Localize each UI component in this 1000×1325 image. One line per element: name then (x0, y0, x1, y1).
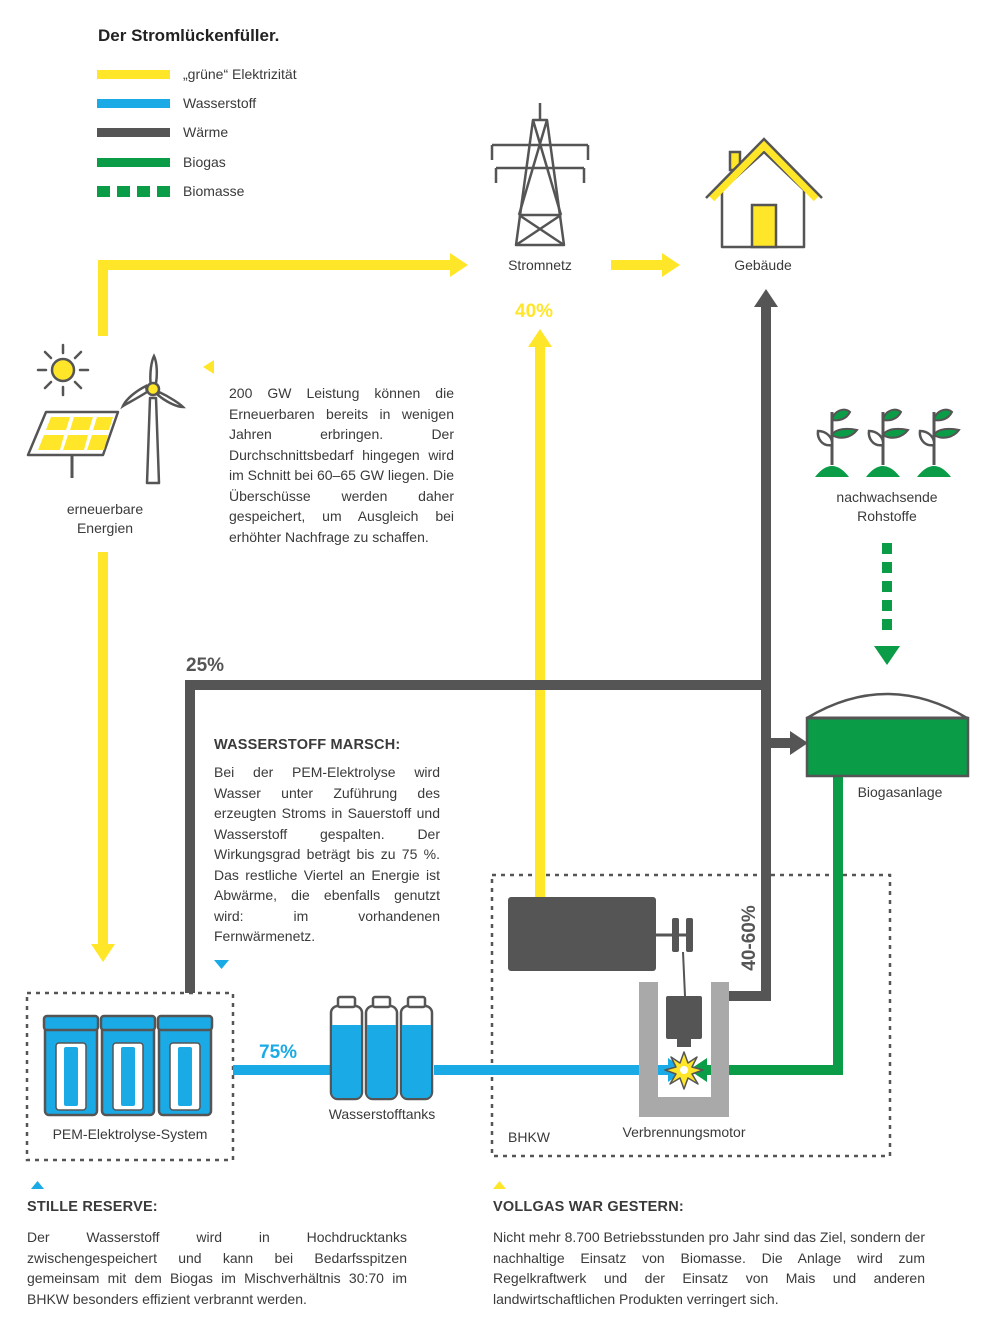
legend-swatches (97, 70, 170, 197)
fullthrottle-body: Nicht mehr 8.700 Betriebsstunden pro Jah… (493, 1229, 925, 1307)
legend-swatch-hydrogen (97, 99, 170, 108)
biogas-plant-label: Biogasanlage (857, 784, 943, 800)
legend-swatch-heat (97, 128, 170, 137)
biogas-tank-icon (805, 692, 970, 778)
sprout-icon (917, 408, 961, 477)
sprout-icons (815, 408, 961, 477)
house-icon (705, 137, 823, 249)
pem-marker (214, 960, 229, 969)
flame-icon (664, 1051, 704, 1090)
reserve-marker (31, 1181, 44, 1189)
electrolysis-box (25, 991, 235, 1162)
legend-label-electricity: „grüne“ Elektrizität (183, 66, 297, 82)
electricity-flows (91, 253, 680, 962)
fullthrottle-heading: VOLLGAS WAR GESTERN: (493, 1199, 684, 1215)
electrolysis-label: PEM-Elektrolyse-System (52, 1126, 208, 1142)
legend-label-heat: Wärme (183, 124, 229, 140)
power-pylon-icon (490, 103, 590, 247)
sun-icon (36, 343, 90, 397)
building-label: Gebäude (734, 257, 792, 273)
legend-label-hydrogen: Wasserstoff (183, 95, 257, 111)
renewables-label: erneuerbare Energien (66, 501, 144, 536)
biomass-flow (874, 543, 900, 665)
electrolyzer-cell (156, 1014, 214, 1117)
grid-label: Stromnetz (508, 257, 572, 273)
heat-range-value: 40-60% (739, 905, 760, 971)
generator-icon (508, 897, 693, 997)
hydrogen-tank-icon (399, 995, 434, 1101)
hydrogen-share-value: 75% (259, 1042, 298, 1063)
hydrogen-flows (233, 1058, 686, 1082)
sprout-icon (815, 408, 859, 477)
heat-share-value: 25% (186, 655, 225, 676)
electrolyzer-cell (99, 1014, 157, 1117)
sprout-icon (866, 408, 910, 477)
chp-box (490, 873, 892, 1158)
hydrogen-tank-icons (329, 995, 434, 1101)
engine-label: Verbrennungsmotor (622, 1124, 746, 1140)
pem-heading: WASSERSTOFF MARSCH: (214, 737, 401, 753)
grid-share-value: 40% (515, 301, 554, 322)
legend-swatch-electricity (97, 70, 170, 79)
electrolyzer-icon (42, 1014, 214, 1117)
solar-panel-icon (26, 410, 120, 478)
legend-swatch-biogas (97, 158, 170, 167)
legend-label-biogas: Biogas (183, 154, 226, 170)
pem-body: Bei der PEM-Elektrolyse wird Wasser unte… (214, 764, 440, 944)
heat-flows (185, 289, 808, 1001)
chp-label: BHKW (508, 1129, 550, 1145)
engine-icon (639, 982, 729, 1117)
legend-swatch-biomass (97, 186, 170, 197)
legend-label-biomass: Biomasse (183, 183, 245, 199)
renewables-note-marker (203, 360, 214, 374)
tanks-label: Wasserstofftanks (328, 1106, 436, 1122)
electrolyzer-cell (42, 1014, 100, 1117)
reserve-body: Der Wasserstoff wird in Hochdrucktanks z… (27, 1229, 407, 1307)
renewables-note: 200 GW Leistung können die Erneuerbaren … (229, 385, 454, 545)
diagram-title: Der Stromlückenfüller. (98, 26, 280, 45)
wind-turbine-icon (120, 353, 187, 485)
raw-materials-label: nachwachsende Rohstoffe (836, 489, 938, 524)
fullthrottle-marker (493, 1181, 506, 1189)
hydrogen-tank-icon (364, 995, 399, 1101)
hydrogen-tank-icon (329, 995, 364, 1101)
reserve-heading: STILLE RESERVE: (27, 1199, 158, 1215)
